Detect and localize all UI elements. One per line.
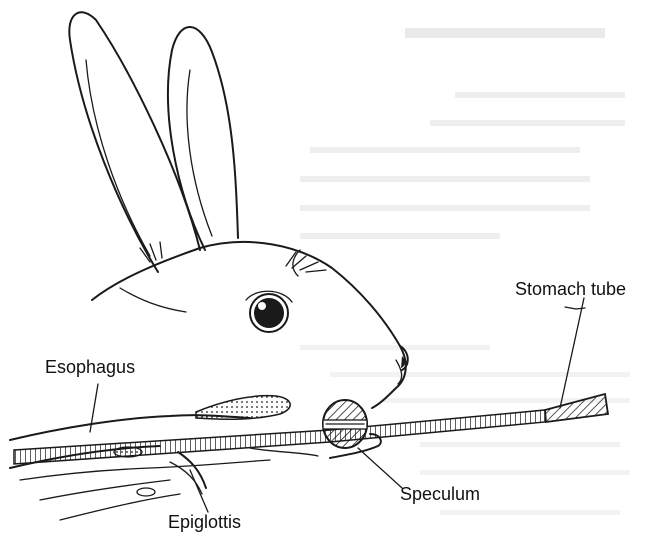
rabbit-ears (69, 12, 238, 272)
stomach-tube-leader (560, 298, 584, 408)
speculum (323, 400, 367, 448)
speculum-leader (358, 448, 402, 488)
stomach-tube (14, 394, 608, 464)
epiglottis-label: Epiglottis (168, 512, 241, 532)
esophagus-leader (90, 384, 98, 432)
esophagus-label: Esophagus (45, 357, 135, 377)
rabbit-eye (246, 291, 292, 332)
speculum-label: Speculum (400, 484, 480, 504)
stomach-tube-label: Stomach tube (515, 279, 626, 299)
epiglottis-leader (190, 470, 208, 512)
